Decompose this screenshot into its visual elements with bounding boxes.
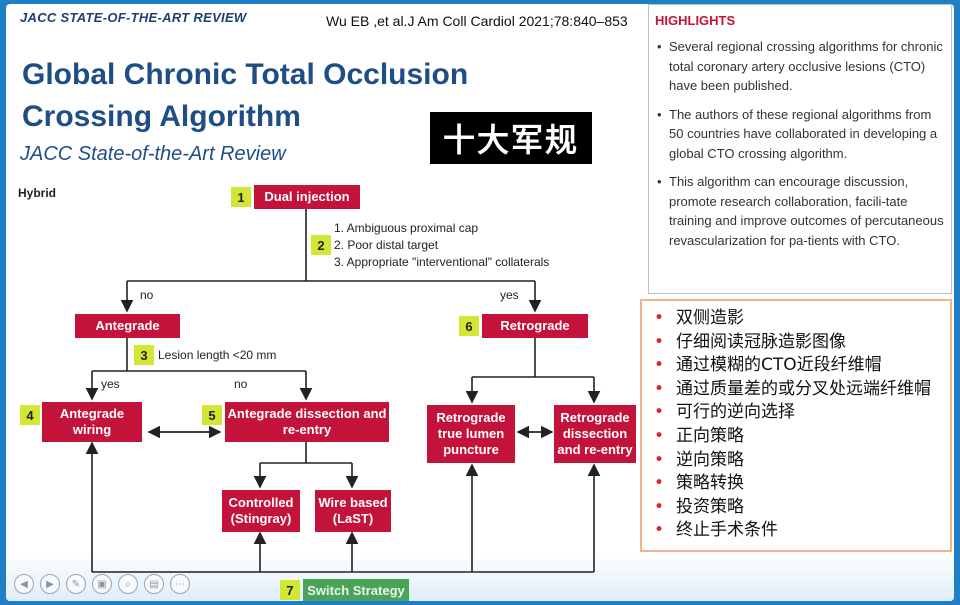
highlight-item: This algorithm can encourage discussion,…	[655, 172, 945, 250]
note-item: 通过模糊的CTO近段纤维帽	[648, 354, 931, 378]
step-number-4: 4	[20, 405, 40, 425]
node-antegrade: Antegrade	[75, 314, 180, 338]
note-item: 投资策略	[648, 496, 931, 520]
branch-label-no-2: no	[234, 377, 248, 391]
note-item: 双侧造影	[648, 307, 931, 331]
subtitle-icon[interactable]: ▤	[144, 574, 164, 594]
note-item: 通过质量差的或分叉处远端纤维帽	[648, 378, 931, 402]
condition-item: 3. Appropriate "interventional" collater…	[334, 255, 550, 269]
step-number-7: 7	[280, 580, 300, 600]
section-label-hybrid: Hybrid	[18, 186, 57, 200]
node-antegrade-dissection: Antegrade dissection and re-entry	[225, 402, 389, 442]
node-retrograde-true-lumen: Retrograde true lumen puncture	[427, 405, 515, 463]
node-antegrade-wiring: Antegrade wiring	[42, 402, 142, 442]
prev-slide-button[interactable]: ◀	[14, 574, 34, 594]
slide: JACC STATE-OF-THE-ART REVIEW Wu EB ,et a…	[6, 4, 954, 601]
presentation-toolbar: ◀ ▶ ✎ ▣ ⌕ ▤ ⋯	[14, 574, 190, 594]
branch-label-yes-2: yes	[101, 377, 120, 391]
more-options-icon[interactable]: ⋯	[170, 574, 190, 594]
note-item: 正向策略	[648, 425, 931, 449]
flowchart: Hybrid 1 Dual injection 2 1. Ambiguous p…	[6, 180, 646, 601]
note-item: 可行的逆向选择	[648, 401, 931, 425]
highlights-panel: HIGHLIGHTS Several regional crossing alg…	[648, 4, 952, 294]
note-item: 仔细阅读冠脉造影图像	[648, 331, 931, 355]
node-controlled-stingray: Controlled (Stingray)	[222, 490, 300, 532]
node-wire-based-last: Wire based (LaST)	[315, 490, 391, 532]
step-3-condition: Lesion length <20 mm	[158, 348, 277, 362]
flowchart-connectors	[85, 208, 601, 573]
note-item: 逆向策略	[648, 449, 931, 473]
journal-tag: JACC STATE-OF-THE-ART REVIEW	[20, 10, 247, 25]
highlight-item: The authors of these regional algorithms…	[655, 105, 945, 164]
note-item: 终止手术条件	[648, 519, 931, 543]
node-retrograde-dissection: Retrograde dissection and re-entry	[554, 405, 636, 463]
node-switch-strategy: Switch Strategy	[303, 579, 409, 601]
page-title: Global Chronic Total Occlusion Crossing …	[22, 54, 468, 138]
pen-icon[interactable]: ✎	[66, 574, 86, 594]
chinese-notes-list: 双侧造影 仔细阅读冠脉造影图像 通过模糊的CTO近段纤维帽 通过质量差的或分叉处…	[648, 307, 931, 543]
next-slide-button[interactable]: ▶	[40, 574, 60, 594]
branch-label-yes: yes	[500, 288, 519, 302]
note-item: 策略转换	[648, 472, 931, 496]
highlights-list: Several regional crossing algorithms for…	[655, 37, 945, 259]
slides-icon[interactable]: ▣	[92, 574, 112, 594]
step-number-5: 5	[202, 405, 222, 425]
step-number-1: 1	[231, 187, 251, 207]
step-number-2: 2	[311, 235, 331, 255]
citation: Wu EB ,et al.J Am Coll Cardiol 2021;78:8…	[326, 13, 628, 29]
chinese-notes-panel: 双侧造影 仔细阅读冠脉造影图像 通过模糊的CTO近段纤维帽 通过质量差的或分叉处…	[640, 299, 952, 552]
step-2-conditions: 1. Ambiguous proximal cap 2. Poor distal…	[334, 220, 549, 271]
title-line-1: Global Chronic Total Occlusion	[22, 58, 469, 91]
node-retrograde: Retrograde	[482, 314, 588, 338]
branch-label-no: no	[140, 288, 154, 302]
highlights-title: HIGHLIGHTS	[655, 13, 736, 28]
highlight-item: Several regional crossing algorithms for…	[655, 37, 945, 96]
bottom-strip	[6, 552, 954, 601]
stamp-overlay: 十大军规	[430, 112, 592, 164]
zoom-icon[interactable]: ⌕	[118, 574, 138, 594]
subtitle: JACC State-of-the-Art Review	[20, 143, 286, 165]
condition-item: 2. Poor distal target	[334, 238, 439, 252]
title-line-2: Crossing Algorithm	[22, 100, 301, 133]
node-dual-injection: Dual injection	[254, 185, 360, 209]
condition-item: 1. Ambiguous proximal cap	[334, 221, 479, 235]
step-number-6: 6	[459, 316, 479, 336]
step-number-3: 3	[134, 345, 154, 365]
